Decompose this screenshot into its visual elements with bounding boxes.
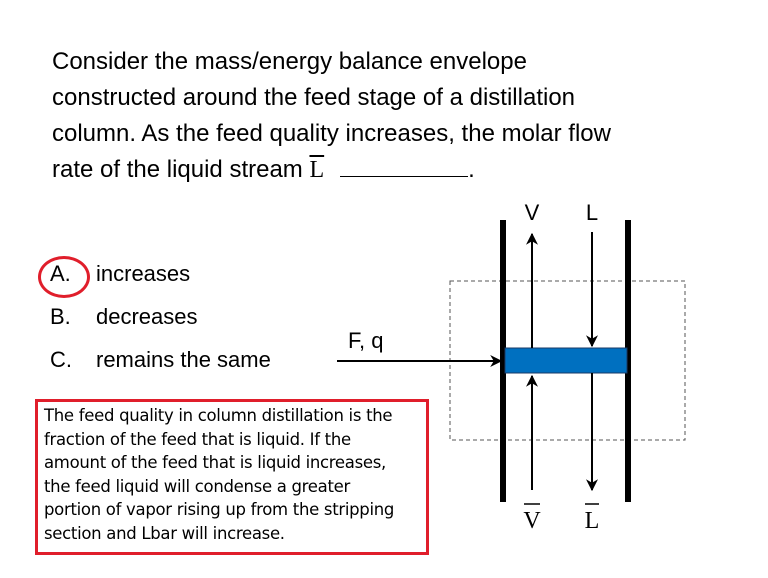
question-text: Consider the mass/energy balance envelop… <box>52 44 732 188</box>
explanation-line: fraction of the feed that is liquid. If … <box>44 429 351 449</box>
option-text: decreases <box>96 304 198 329</box>
option-text: increases <box>96 261 191 286</box>
option-letter: B. <box>50 304 71 329</box>
question-end: . <box>468 156 475 183</box>
label-l: L <box>586 200 598 225</box>
label-lbar: L <box>585 508 600 534</box>
explanation-line: The feed quality in column distillation … <box>44 406 393 425</box>
explanation-box: The feed quality in column distillation … <box>35 399 429 555</box>
lbar-symbol: L <box>309 157 325 183</box>
label-v: V <box>525 200 540 225</box>
question-line: rate of the liquid stream <box>52 156 303 183</box>
option-c[interactable]: C. remains the same <box>50 347 271 373</box>
option-letter: C. <box>50 347 72 372</box>
option-b[interactable]: B. decreases <box>50 304 198 330</box>
explanation-line: portion of vapor rising up from the stri… <box>44 500 395 519</box>
label-vbar: V <box>523 508 541 534</box>
explanation-line: amount of the feed that is liquid increa… <box>44 453 386 472</box>
selected-answer-circle <box>38 256 90 298</box>
question-line: column. As the feed quality increases, t… <box>52 120 611 147</box>
option-a[interactable]: A. increases <box>50 261 190 287</box>
question-line: Consider the mass/energy balance envelop… <box>52 48 527 75</box>
explanation-line: the feed liquid will condense a greater <box>44 476 350 496</box>
option-letter: A. <box>50 261 71 286</box>
feed-tray <box>504 347 628 374</box>
feed-label: F, q <box>348 328 384 353</box>
answer-blank <box>340 154 469 177</box>
explanation-line: section and Lbar will increase. <box>44 523 285 543</box>
option-text: remains the same <box>96 347 271 372</box>
question-line: constructed around the feed stage of a d… <box>52 84 576 111</box>
